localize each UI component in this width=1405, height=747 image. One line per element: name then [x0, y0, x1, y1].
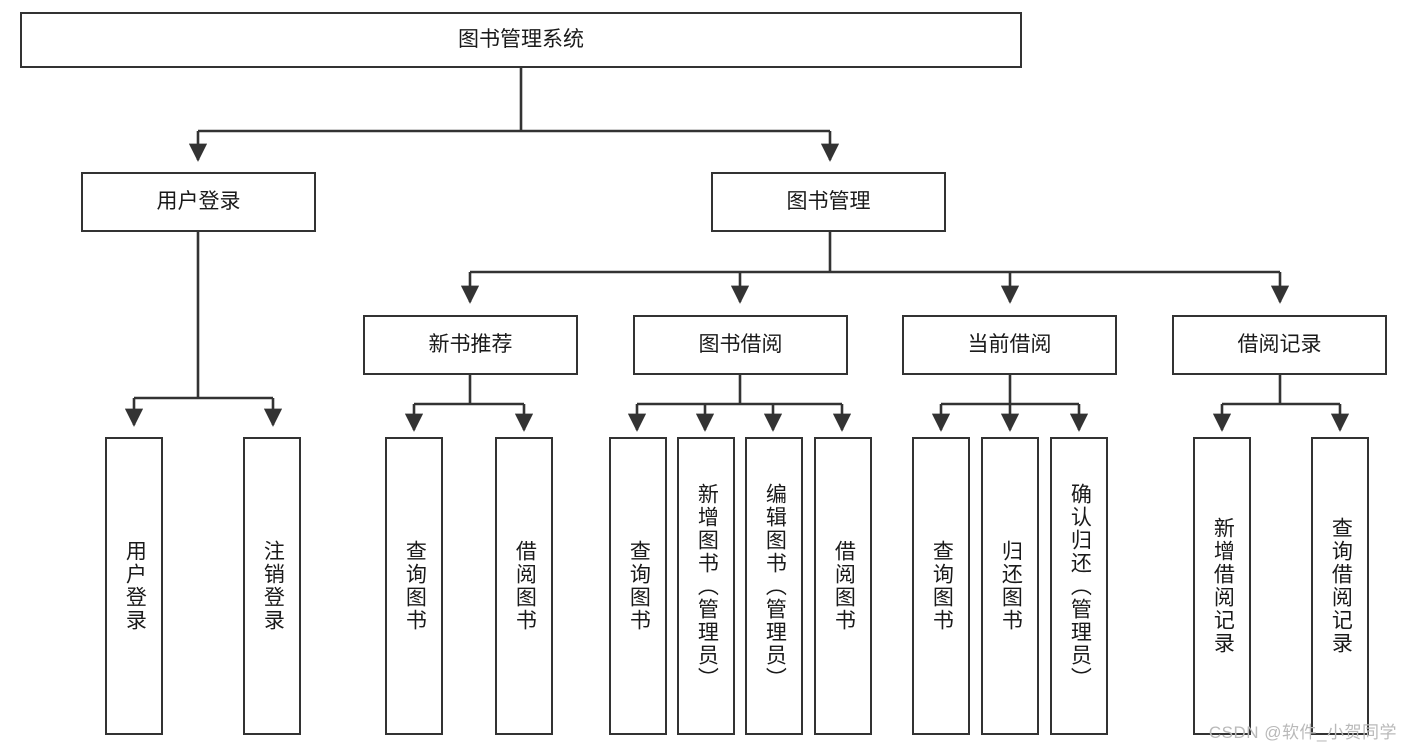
node-leaf-borrow-book-rec[interactable]: 借阅图书: [495, 437, 553, 735]
node-leaf-add-borrow-record[interactable]: 新增借阅记录: [1193, 437, 1251, 735]
node-module-book-management[interactable]: 图书管理: [711, 172, 946, 232]
node-leaf-borrow-book-label: 借阅图书: [832, 540, 856, 632]
node-leaf-logout[interactable]: 注销登录: [243, 437, 301, 735]
node-module-user-login-label: 用户登录: [156, 189, 241, 213]
node-leaf-add-book-admin-label: 新增图书（管理员）: [695, 482, 719, 690]
node-leaf-confirm-return-admin-label: 确认归还（管理员）: [1068, 482, 1092, 690]
node-leaf-query-book-rec-label: 查询图书: [403, 540, 427, 632]
node-leaf-query-borrow-record[interactable]: 查询借阅记录: [1311, 437, 1369, 735]
node-leaf-confirm-return-admin[interactable]: 确认归还（管理员）: [1050, 437, 1108, 735]
node-leaf-return-book[interactable]: 归还图书: [981, 437, 1039, 735]
node-leaf-query-book-rec[interactable]: 查询图书: [385, 437, 443, 735]
node-leaf-edit-book-admin-label: 编辑图书（管理员）: [763, 482, 787, 690]
node-leaf-edit-book-admin[interactable]: 编辑图书（管理员）: [745, 437, 803, 735]
node-leaf-query-book-borrow-label: 查询图书: [627, 540, 651, 632]
node-sub-current-borrow[interactable]: 当前借阅: [902, 315, 1117, 375]
node-sub-book-borrow-label: 图书借阅: [698, 332, 783, 356]
node-leaf-return-book-label: 归还图书: [999, 540, 1023, 632]
node-leaf-logout-label: 注销登录: [261, 540, 285, 632]
node-leaf-query-book-borrow[interactable]: 查询图书: [609, 437, 667, 735]
node-sub-new-book-recommend-label: 新书推荐: [428, 332, 513, 356]
node-sub-book-borrow[interactable]: 图书借阅: [633, 315, 848, 375]
node-module-book-management-label: 图书管理: [786, 189, 871, 213]
node-sub-current-borrow-label: 当前借阅: [967, 332, 1052, 356]
node-root-label: 图书管理系统: [458, 27, 584, 51]
node-leaf-query-borrow-record-label: 查询借阅记录: [1329, 517, 1353, 655]
node-root[interactable]: 图书管理系统: [20, 12, 1022, 68]
node-sub-new-book-recommend[interactable]: 新书推荐: [363, 315, 578, 375]
node-module-user-login[interactable]: 用户登录: [81, 172, 316, 232]
node-leaf-borrow-book-rec-label: 借阅图书: [513, 540, 537, 632]
node-sub-borrow-records[interactable]: 借阅记录: [1172, 315, 1387, 375]
node-sub-borrow-records-label: 借阅记录: [1237, 332, 1322, 356]
node-leaf-user-login[interactable]: 用户登录: [105, 437, 163, 735]
node-leaf-add-book-admin[interactable]: 新增图书（管理员）: [677, 437, 735, 735]
node-leaf-query-book-current[interactable]: 查询图书: [912, 437, 970, 735]
node-leaf-add-borrow-record-label: 新增借阅记录: [1211, 517, 1235, 655]
node-leaf-borrow-book[interactable]: 借阅图书: [814, 437, 872, 735]
node-leaf-query-book-current-label: 查询图书: [930, 540, 954, 632]
node-leaf-user-login-label: 用户登录: [123, 540, 147, 632]
watermark: CSDN @软件_小贺同学: [1208, 723, 1397, 742]
